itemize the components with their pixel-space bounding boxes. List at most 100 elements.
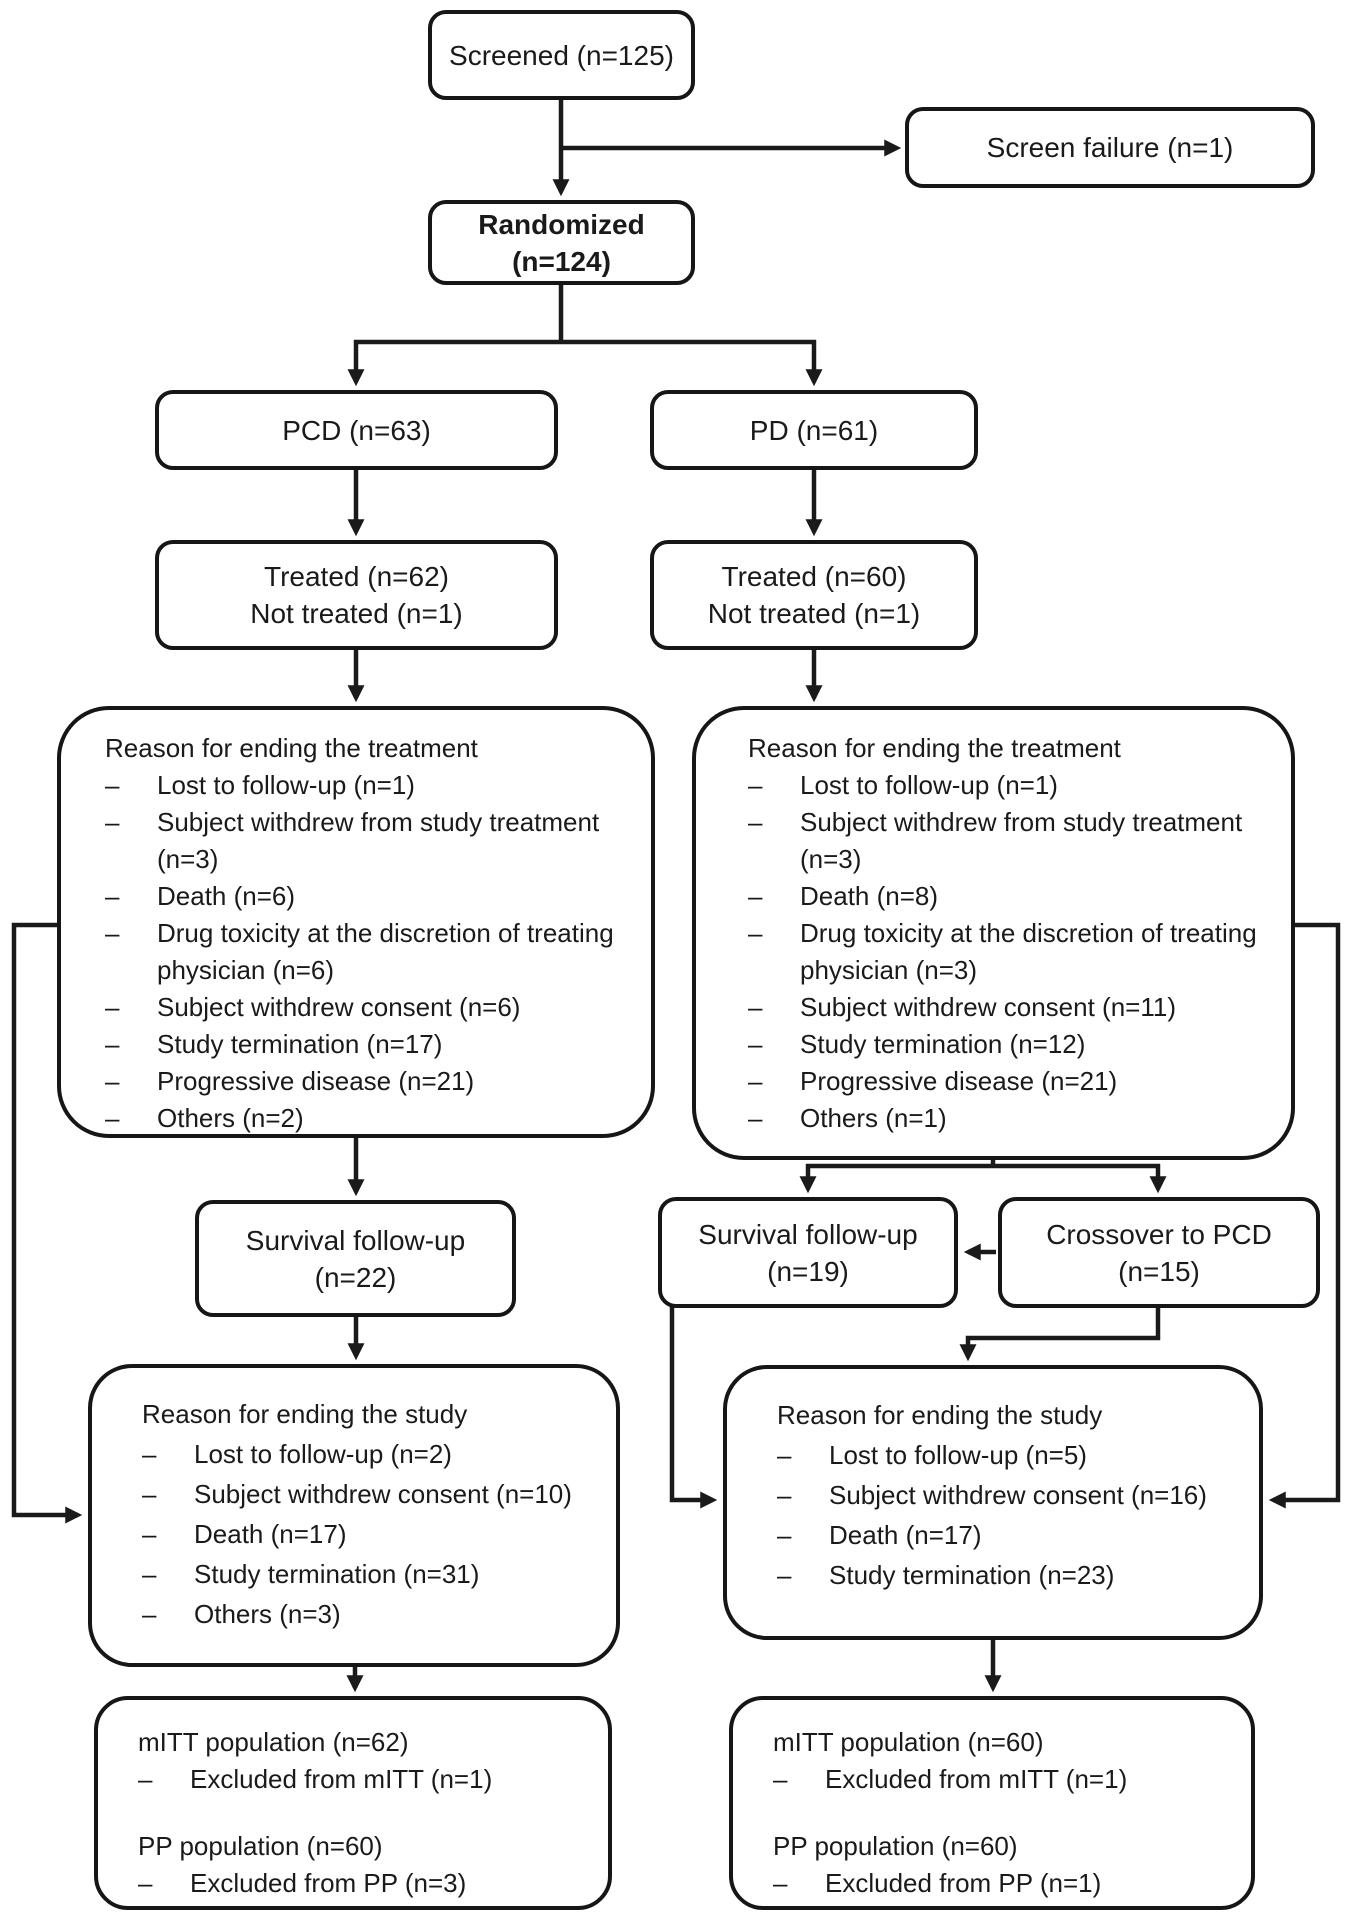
population-pcd-box: mITT population (n=62) – Excluded from m… [94, 1696, 612, 1910]
crossover-line2: (n=15) [1118, 1255, 1200, 1287]
list-item: – Others (n=2) [105, 1100, 639, 1137]
pcd-arm-label: PCD (n=63) [282, 414, 431, 446]
screen-failure-box: Screen failure (n=1) [905, 107, 1315, 188]
reason-item-text: Lost to follow-up (n=1) [157, 770, 415, 800]
dash-bullet: – [777, 1480, 792, 1510]
list-item: – Lost to follow-up (n=1) [748, 767, 1279, 804]
treated-pcd-line1: Treated (n=62) [264, 561, 449, 592]
survival-pd-line2: (n=19) [767, 1255, 849, 1287]
reason-ending-study-pd-title: Reason for ending the study [777, 1400, 1103, 1430]
list-item: – Progressive disease (n=21) [105, 1063, 639, 1100]
reason-item-text: Drug toxicity at the discretion of treat… [800, 918, 1257, 985]
survival-pcd-line1: Survival follow-up [245, 1224, 466, 1256]
reason-ending-study-pcd-title: Reason for ending the study [142, 1399, 468, 1429]
pp-excluded-pd: Excluded from PP (n=1) [825, 1868, 1102, 1898]
dash-bullet: – [142, 1559, 157, 1589]
screened-label: Screened (n=125) [449, 39, 674, 71]
reason-ending-treatment-pd-list: – Lost to follow-up (n=1) – Subject with… [748, 767, 1279, 1137]
list-item: – Subject withdrew consent (n=16) [777, 1475, 1247, 1515]
reason-ending-treatment-pcd-list: – Lost to follow-up (n=1) – Subject with… [105, 767, 639, 1137]
crossover-to-pcd-box: Crossover to PCD (n=15) [998, 1197, 1320, 1308]
list-item: – Death (n=6) [105, 878, 639, 915]
dash-bullet: – [105, 918, 120, 948]
list-item: – Lost to follow-up (n=1) [105, 767, 639, 804]
reason-ending-treatment-pcd-title: Reason for ending the treatment [105, 733, 478, 763]
dash-bullet: – [773, 1764, 788, 1794]
arrow-survival19-to-reason-study [669, 1306, 718, 1509]
reason-ending-study-pd-list: – Lost to follow-up (n=5) – Subject with… [777, 1435, 1247, 1595]
reason-item-text: Lost to follow-up (n=5) [829, 1440, 1087, 1470]
reason-item-text: Death (n=8) [800, 881, 939, 911]
treated-pcd-line2: Not treated (n=1) [250, 598, 463, 629]
dash-bullet: – [138, 1868, 153, 1898]
dash-bullet: – [105, 807, 120, 837]
list-item: – Drug toxicity at the discretion of tre… [748, 915, 1279, 989]
reason-ending-treatment-pd-title: Reason for ending the treatment [748, 733, 1121, 763]
list-item: – Lost to follow-up (n=5) [777, 1435, 1247, 1475]
reason-item-text: Others (n=2) [157, 1103, 304, 1133]
treated-pcd-box: Treated (n=62) Not treated (n=1) [155, 540, 558, 650]
list-item: – Drug toxicity at the discretion of tre… [105, 915, 639, 989]
list-item: – Subject withdrew consent (n=11) [748, 989, 1279, 1026]
dash-bullet: – [748, 1066, 763, 1096]
dash-bullet: – [105, 770, 120, 800]
dash-bullet: – [105, 1103, 120, 1133]
dash-bullet: – [777, 1440, 792, 1470]
dash-bullet: – [142, 1439, 157, 1469]
reason-ending-study-pd-box: Reason for ending the study – Lost to fo… [723, 1365, 1263, 1640]
dash-bullet: – [777, 1520, 792, 1550]
spacer [138, 1798, 598, 1828]
survival-pd-line1: Survival follow-up [698, 1218, 918, 1250]
population-pd-box: mITT population (n=60) – Excluded from m… [729, 1696, 1255, 1910]
list-item: – Death (n=17) [142, 1514, 604, 1554]
reason-item-text: Death (n=17) [194, 1519, 347, 1549]
treated-pd-box: Treated (n=60) Not treated (n=1) [650, 540, 978, 650]
arrow-crossover-to-reason-study [959, 1306, 1161, 1362]
reason-item-text: Study termination (n=17) [157, 1029, 443, 1059]
reason-ending-study-pcd-list: – Lost to follow-up (n=2) – Subject with… [142, 1434, 604, 1634]
dash-bullet: – [138, 1764, 153, 1794]
reason-item-text: Subject withdrew from study treatment (n… [800, 807, 1243, 874]
dash-bullet: – [773, 1868, 788, 1898]
survival-pcd-line2: (n=22) [314, 1261, 397, 1293]
dash-bullet: – [748, 1029, 763, 1059]
list-item: – Subject withdrew consent (n=10) [142, 1474, 604, 1514]
reason-item-text: Progressive disease (n=21) [800, 1066, 1118, 1096]
mitt-population-pd: mITT population (n=60) [773, 1727, 1044, 1757]
list-item: – Study termination (n=23) [777, 1555, 1247, 1595]
dash-bullet: – [105, 992, 120, 1022]
dash-bullet: – [105, 881, 120, 911]
dash-bullet: – [142, 1599, 157, 1629]
list-item: – Others (n=1) [748, 1100, 1279, 1137]
treated-pd-line1: Treated (n=60) [721, 561, 907, 592]
reason-item-text: Subject withdrew consent (n=11) [800, 992, 1176, 1022]
list-item: – Lost to follow-up (n=2) [142, 1434, 604, 1474]
list-item: – Excluded from mITT (n=1) [773, 1761, 1241, 1798]
list-item: – Study termination (n=12) [748, 1026, 1279, 1063]
reason-item-text: Subject withdrew consent (n=10) [194, 1479, 572, 1509]
dash-bullet: – [748, 1103, 763, 1133]
list-item: – Excluded from PP (n=3) [138, 1865, 598, 1902]
reason-item-text: Study termination (n=23) [829, 1560, 1115, 1590]
randomized-box: Randomized (n=124) [428, 200, 695, 285]
pd-arm-box: PD (n=61) [650, 390, 978, 470]
list-item: – Study termination (n=17) [105, 1026, 639, 1063]
reason-ending-treatment-pcd-box: Reason for ending the treatment – Lost t… [57, 706, 655, 1138]
randomized-label: Randomized (n=124) [478, 208, 645, 277]
list-item: – Others (n=3) [142, 1594, 604, 1634]
crossover-line1: Crossover to PCD [1046, 1218, 1272, 1250]
randomization-split-bar [354, 285, 816, 345]
list-item: – Subject withdrew consent (n=6) [105, 989, 639, 1026]
reason-item-text: Death (n=17) [829, 1520, 982, 1550]
dash-bullet: – [777, 1560, 792, 1590]
reason-item-text: Others (n=3) [194, 1599, 341, 1629]
reason-item-text: Lost to follow-up (n=2) [194, 1439, 452, 1469]
dash-bullet: – [105, 1029, 120, 1059]
pd-arm-label: PD (n=61) [749, 414, 879, 446]
mitt-excluded-pcd: Excluded from mITT (n=1) [190, 1764, 493, 1794]
survival-followup-pd-box: Survival follow-up (n=19) [658, 1197, 958, 1308]
list-item: – Death (n=17) [777, 1515, 1247, 1555]
mitt-excluded-pd: Excluded from mITT (n=1) [825, 1764, 1128, 1794]
pp-population-pd: PP population (n=60) [773, 1831, 1018, 1861]
list-item: – Death (n=8) [748, 878, 1279, 915]
